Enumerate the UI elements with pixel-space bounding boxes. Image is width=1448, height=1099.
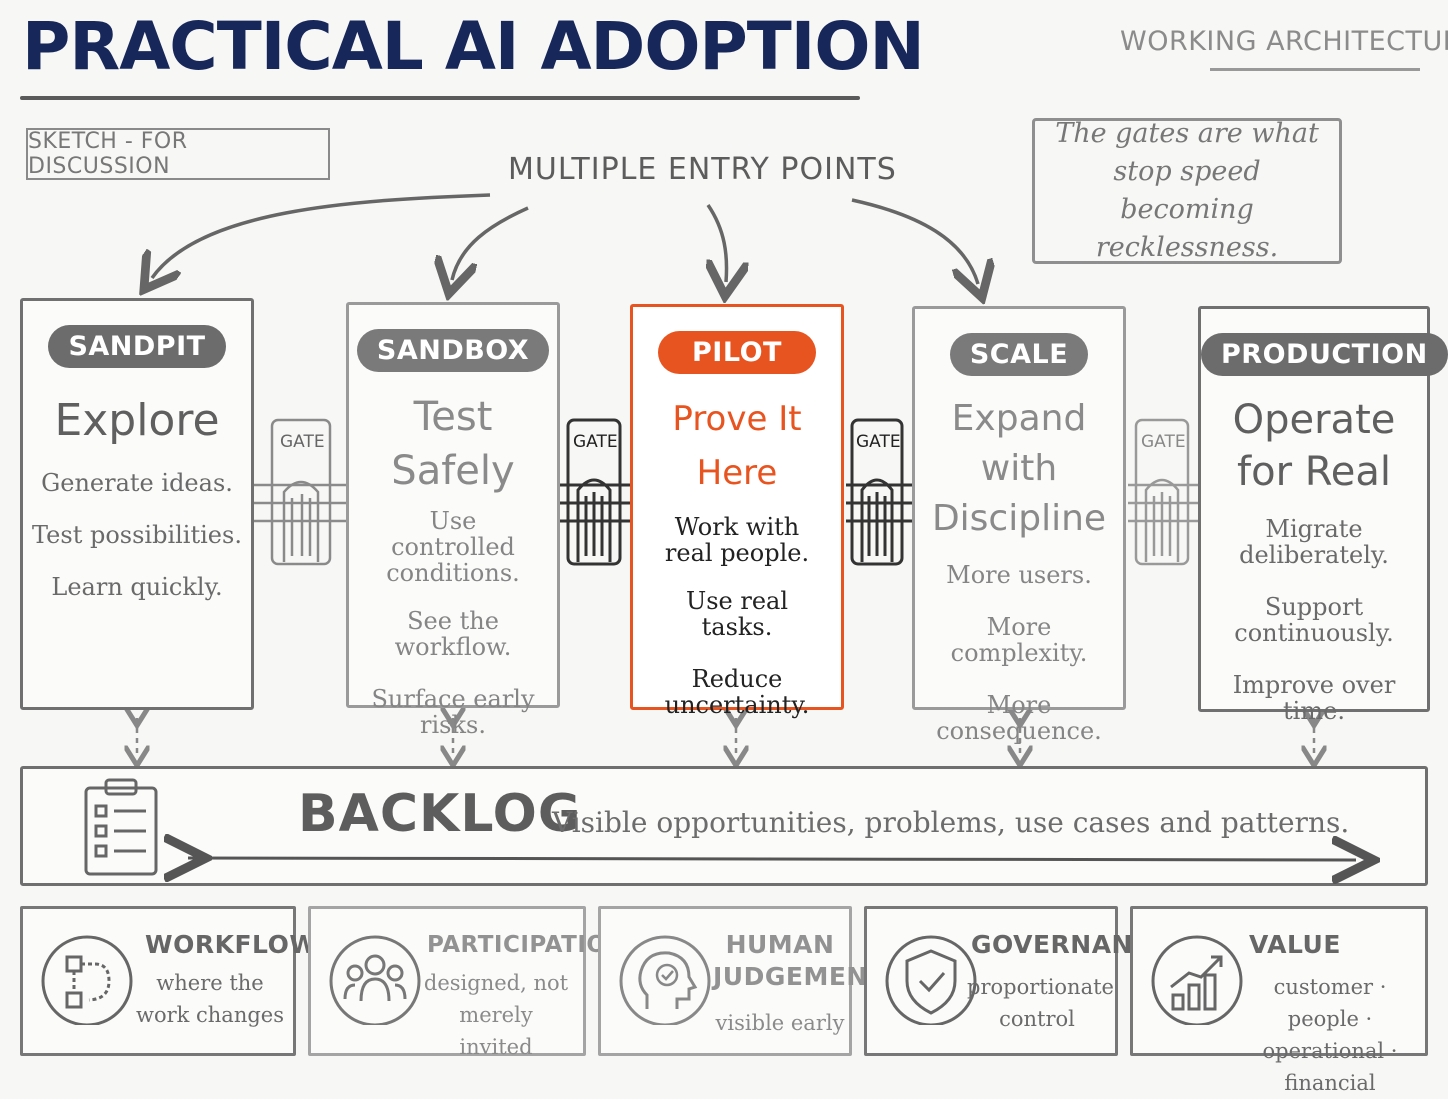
gate-label-2: GATE	[573, 432, 618, 452]
stage-line: Use controlled conditions.	[386, 507, 520, 587]
stage-sandbox: SANDBOX Test Safely Use controlled condi…	[346, 302, 560, 738]
growth-chart-icon	[1151, 935, 1243, 1025]
people-icon	[329, 935, 421, 1025]
pillar-title: HUMAN JUDGEMENT	[713, 930, 886, 991]
pillar-participation: PARTICIPATION designed, not merely invit…	[308, 906, 626, 1059]
stage-label: PILOT	[658, 331, 816, 374]
stage-label: SANDBOX	[356, 329, 550, 372]
stage-line: More consequence.	[936, 691, 1102, 745]
pillar-title: WORKFLOW	[145, 930, 318, 959]
stage-heading: Test Safely	[391, 394, 515, 494]
stage-line: See the workflow.	[394, 607, 512, 661]
stage-sandpit: SANDPIT Explore Generate ideas. Test pos…	[20, 298, 254, 710]
stage-line: More users.	[946, 561, 1092, 589]
stage-line: Reduce uncertainty.	[664, 665, 810, 719]
stage-line: Improve over time.	[1232, 671, 1396, 725]
stage-scale: SCALE Expand with Discipline More users.…	[912, 306, 1126, 744]
title-underline	[20, 96, 860, 100]
gate-icon-3	[846, 418, 912, 566]
gates-quote: The gates are what stop speed becoming r…	[1032, 118, 1342, 264]
pillar-subtitle: where the work changes	[135, 971, 285, 1027]
page-title: PRACTICAL AI ADOPTION	[22, 8, 925, 85]
stage-label: SANDPIT	[48, 325, 226, 368]
stage-line: Work with real people.	[664, 513, 810, 567]
gate-icon-2	[560, 418, 630, 566]
pillar-subtitle: proportionate control	[967, 975, 1114, 1031]
gate-label-1: GATE	[280, 432, 325, 452]
stage-heading: Expand with Discipline	[931, 398, 1107, 539]
pillar-subtitle: visible early	[715, 1011, 845, 1035]
stage-heading: Explore	[54, 395, 220, 446]
entry-arrow-sandpit	[152, 193, 491, 278]
stage-production: PRODUCTION Operate for Real Migrate deli…	[1198, 306, 1448, 724]
entry-points-label: MULTIPLE ENTRY POINTS	[508, 152, 897, 187]
stage-line: Migrate deliberately.	[1239, 515, 1389, 569]
entry-arrow-scale	[851, 198, 978, 284]
head-check-icon	[619, 935, 711, 1025]
stage-line: Surface early risks.	[371, 685, 535, 739]
stage-line: Test possibilities.	[32, 521, 242, 549]
pillar-governance: GOVERNANCE proportionate control	[864, 906, 1169, 1056]
stage-line: Learn quickly.	[51, 573, 223, 601]
stage-line: Use real tasks.	[685, 587, 789, 641]
backlog-description: Visible opportunities, problems, use cas…	[552, 806, 1350, 839]
subtitle-underline	[1210, 68, 1420, 71]
page-subtitle: WORKING ARCHITECTURE	[1120, 26, 1448, 57]
stage-label: PRODUCTION	[1201, 333, 1448, 376]
stage-line: Support continuously.	[1234, 593, 1394, 647]
pillar-human-judgement: HUMAN JUDGEMENT visible early	[598, 906, 886, 1056]
pillar-workflow: WORKFLOW where the work changes	[20, 906, 317, 1056]
pillar-subtitle: designed, not merely invited	[423, 971, 569, 1059]
sketch-tag: SKETCH - FOR DISCUSSION	[26, 128, 330, 180]
pillar-value: VALUE customer · people · operational · …	[1130, 906, 1428, 1095]
entry-arrow-pilot	[708, 204, 727, 282]
stage-line: Generate ideas.	[41, 469, 233, 497]
pillar-title: VALUE	[1249, 930, 1341, 959]
backlog-title: BACKLOG	[298, 784, 582, 844]
entry-arrow-sandbox	[452, 206, 529, 280]
pillar-subtitle: customer · people · operational · financ…	[1262, 975, 1398, 1095]
stage-pilot: PILOT Prove It Here Work with real peopl…	[630, 304, 844, 718]
workflow-icon	[41, 935, 133, 1025]
pillar-title: PARTICIPATION	[427, 932, 627, 958]
gate-label-3: GATE	[856, 432, 901, 452]
stage-heading: Operate for Real	[1232, 397, 1396, 495]
stage-line: More complexity.	[950, 613, 1088, 667]
stage-label: SCALE	[949, 333, 1089, 376]
stage-heading: Prove It Here	[672, 399, 802, 493]
gate-label-4: GATE	[1141, 432, 1186, 452]
shield-check-icon	[885, 935, 977, 1025]
gate-icon-4	[1128, 418, 1198, 566]
gate-icon-1	[254, 418, 348, 566]
